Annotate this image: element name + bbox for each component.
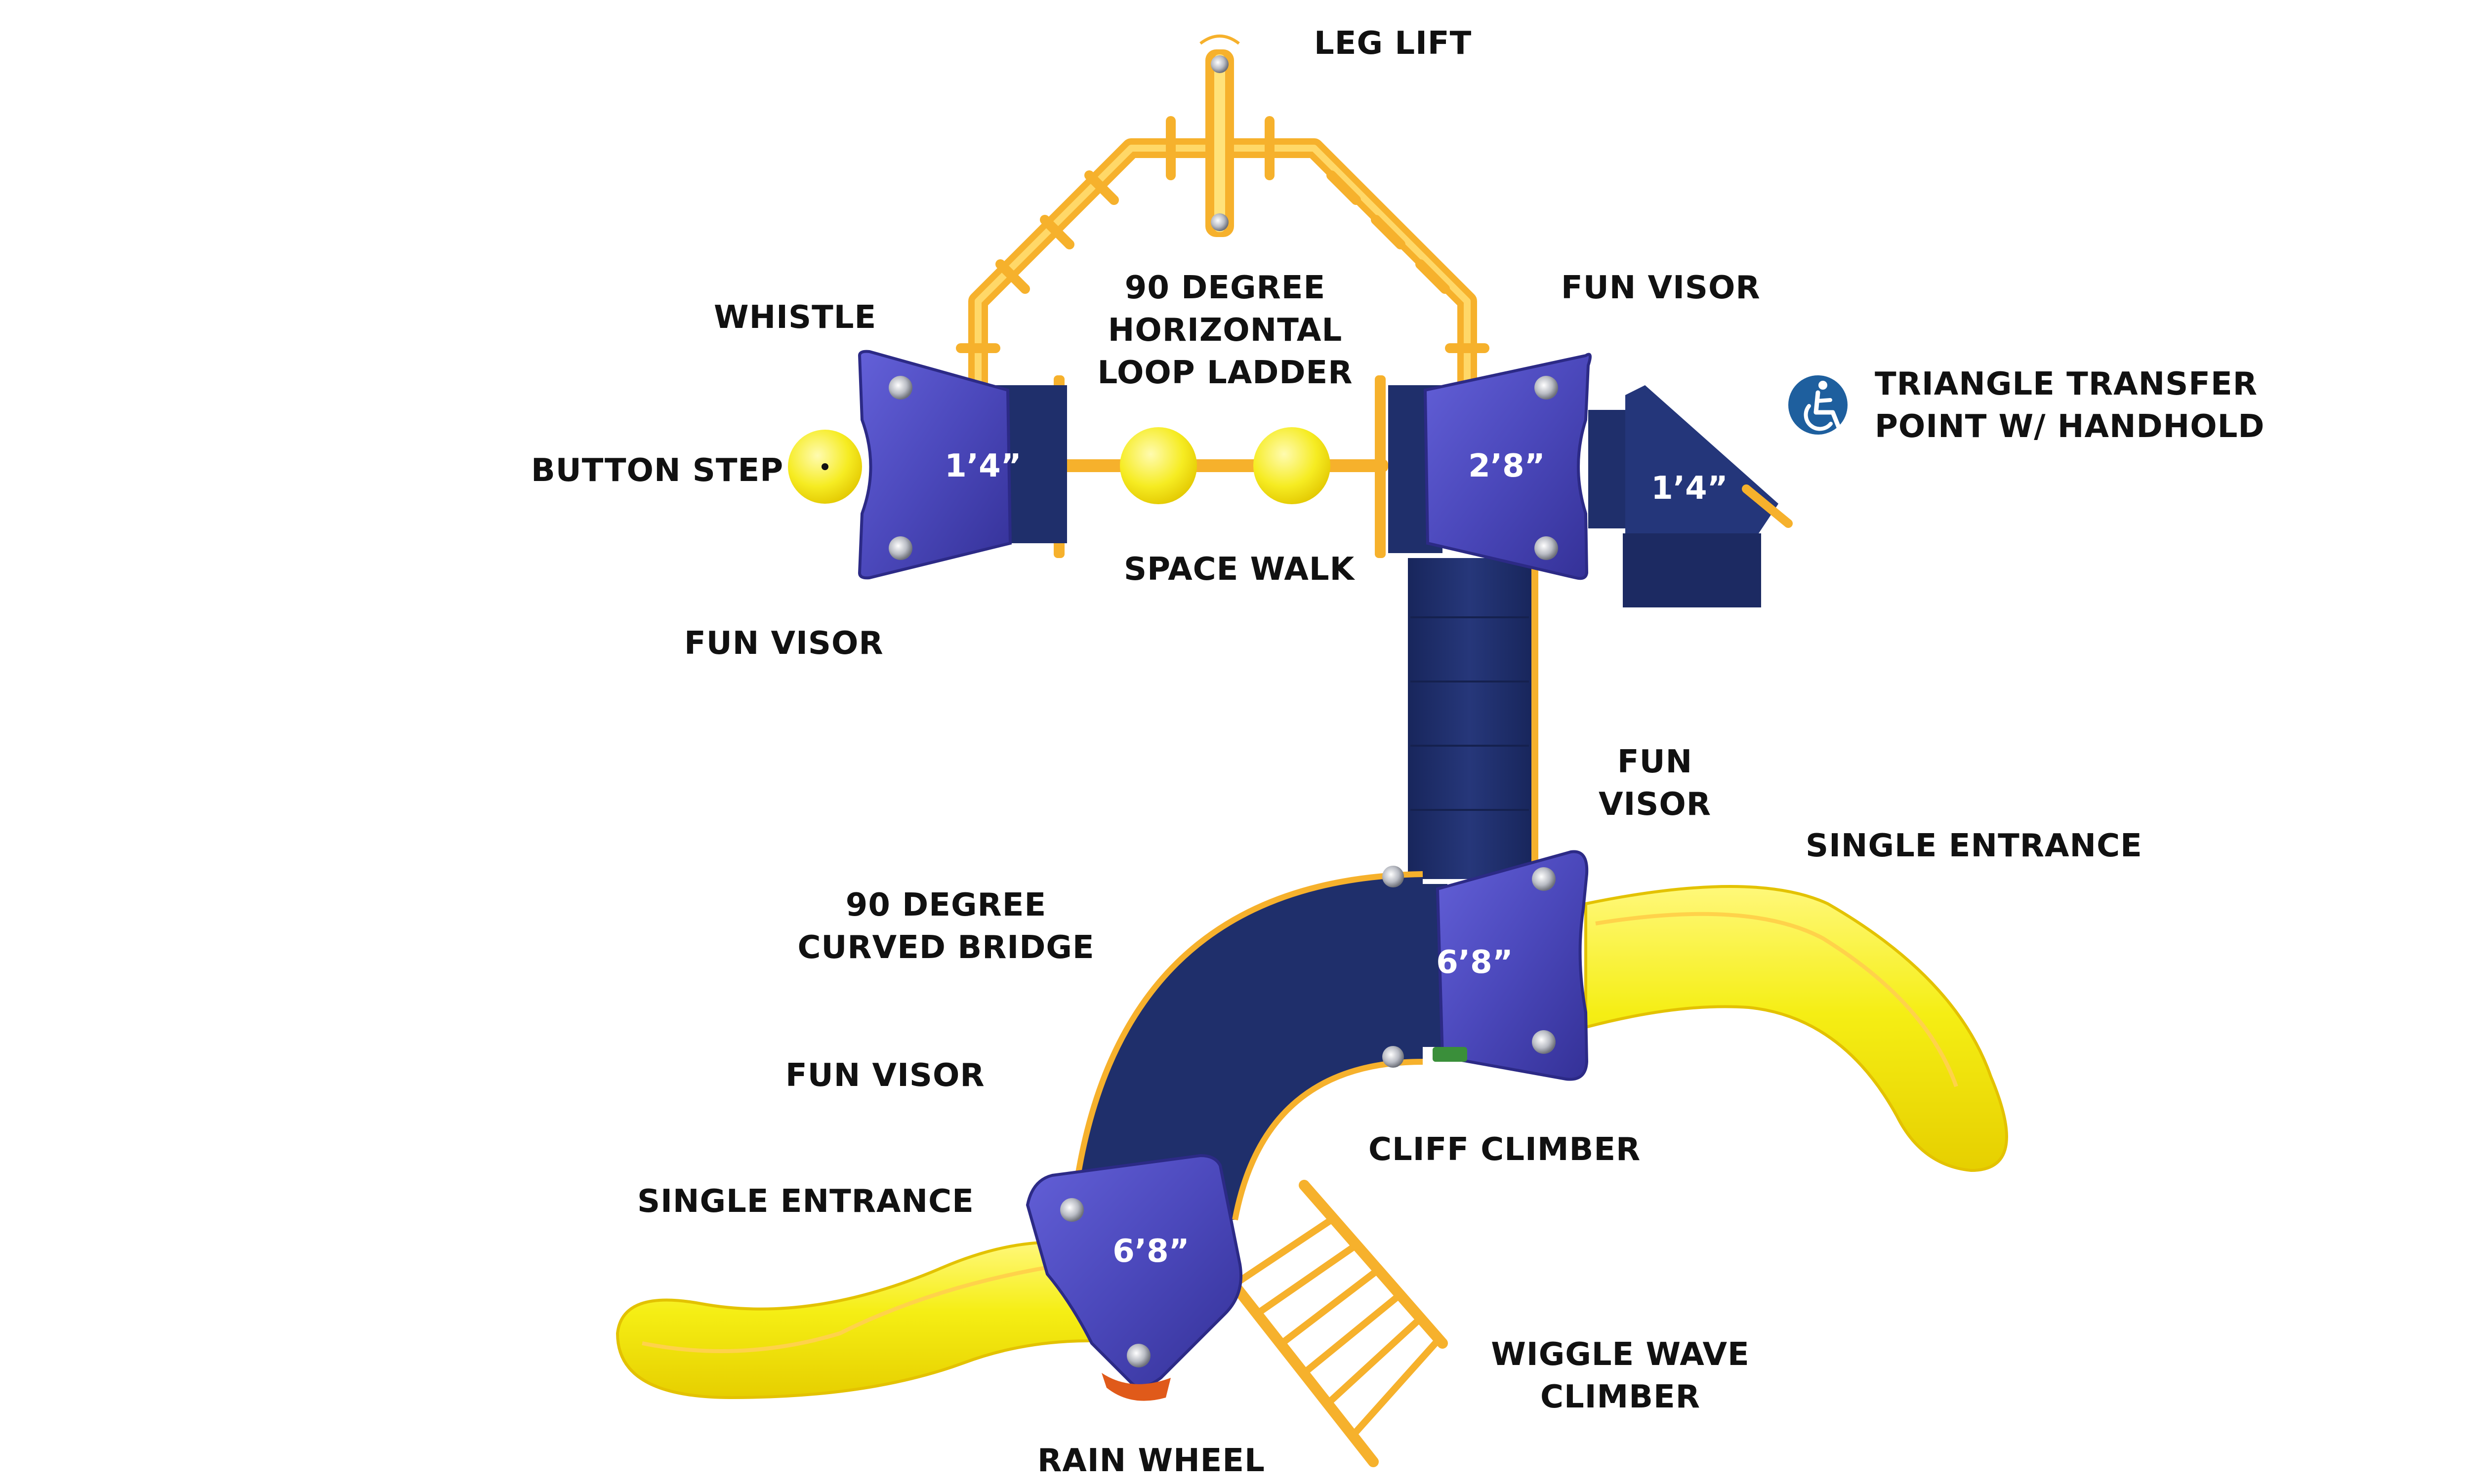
label-cliff-climber: CLIFF CLIMBER [1368,1131,1641,1168]
label-space-walk: SPACE WALK [1124,551,1355,588]
deck-transfer-height: 1’4” [1651,470,1728,507]
label-fun-visor-top-left: FUN VISOR [684,625,884,662]
label-loop-ladder-line-2: HORIZONTAL [1108,312,1343,349]
slide-right [1584,885,2008,1172]
deck-left-height: 1’4” [945,448,1021,484]
label-loop-ladder-line-3: LOOP LADDER [1097,355,1353,391]
label-triangle-transfer-line-1: TRIANGLE TRANSFER [1875,366,2258,402]
label-wiggle-wave-line-1: WIGGLE WAVE [1491,1336,1750,1373]
label-whistle: WHISTLE [714,299,877,336]
deck-mid-height: 6’8” [1436,944,1513,981]
leg-lift-post [1199,35,1240,237]
curved-bridge [1069,866,1423,1221]
cliff-climber-panel [1433,1047,1467,1062]
rain-wheel [1102,1373,1171,1401]
deck-top-right: 2’8” [1388,353,1592,580]
wiggle-wave-climber [1205,1180,1448,1467]
deck-mid: 6’8” [1403,850,1589,1081]
label-fun-visor-top-right: FUN VISOR [1561,270,1761,306]
label-fun-visor-lower: FUN VISOR [785,1057,985,1094]
label-loop-ladder-line-1: 90 DEGREE [1124,270,1326,306]
label-fun-visor-mid: FUN VISOR [1599,741,1711,826]
label-wiggle-wave: WIGGLE WAVE CLIMBER [1491,1333,1749,1418]
button-step [788,430,862,504]
label-rain-wheel: RAIN WHEEL [1037,1443,1265,1479]
deck-top-right-height: 2’8” [1468,448,1545,484]
label-curved-bridge: 90 DEGREE CURVED BRIDGE [797,884,1094,969]
label-triangle-transfer: TRIANGLE TRANSFER POINT W/ HANDHOLD [1875,363,2265,448]
deck-bottom-height: 6’8” [1112,1233,1189,1270]
label-curved-bridge-line-1: 90 DEGREE [845,887,1047,923]
space-walk [1042,427,1388,504]
label-fun-visor-mid-line-2: VISOR [1598,786,1712,823]
deck-left: 1’4” [858,350,1067,580]
label-leg-lift: LEG LIFT [1314,25,1472,62]
slide-left [616,1241,1139,1400]
label-button-step: BUTTON STEP [531,452,784,489]
label-loop-ladder: 90 DEGREE HORIZONTAL LOOP LADDER [1097,267,1353,394]
label-single-entrance-right: SINGLE ENTRANCE [1806,828,2142,864]
label-fun-visor-mid-line-1: FUN [1617,744,1693,780]
vertical-walk [1408,558,1531,879]
deck-bottom: 6’8” [1026,1154,1242,1401]
triangle-transfer-point: 1’4” [1588,385,1793,607]
label-triangle-transfer-line-2: POINT W/ HANDHOLD [1875,408,2265,445]
label-curved-bridge-line-2: CURVED BRIDGE [797,929,1095,966]
label-wiggle-wave-line-2: CLIMBER [1540,1379,1701,1415]
wheelchair-accessibility-icon [1788,375,1848,435]
label-single-entrance-left: SINGLE ENTRANCE [637,1183,974,1220]
